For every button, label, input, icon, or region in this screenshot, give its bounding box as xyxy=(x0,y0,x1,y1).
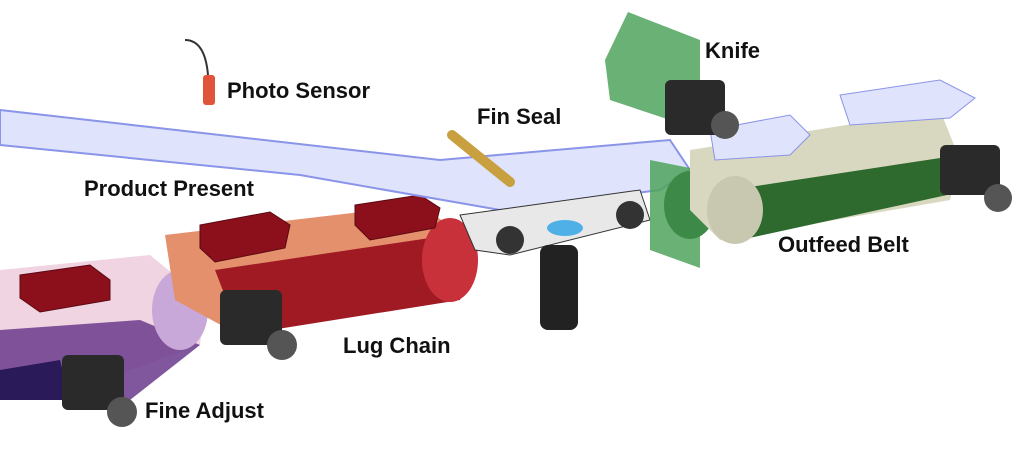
motor-icon xyxy=(665,80,739,139)
product-box xyxy=(199,211,291,263)
fin-seal-label: Fin Seal xyxy=(477,104,562,129)
lug-chain-label: Lug Chain xyxy=(343,333,451,358)
motor-icon xyxy=(62,355,137,427)
motor-icon xyxy=(940,145,1012,212)
motor-icon xyxy=(220,290,297,360)
knife-label: Knife xyxy=(705,38,760,63)
outfeed-belt-label: Outfeed Belt xyxy=(778,232,909,257)
fin-seal-belt xyxy=(459,189,651,330)
product-present-label: Product Present xyxy=(84,176,254,201)
product-box xyxy=(19,264,111,313)
photo-sensor-label: Photo Sensor xyxy=(227,78,371,103)
photo-sensor-icon xyxy=(184,39,215,105)
fine-adjust-label: Fine Adjust xyxy=(145,398,264,423)
outfeed-belt xyxy=(690,79,976,244)
fin-seal-heater xyxy=(447,130,515,187)
